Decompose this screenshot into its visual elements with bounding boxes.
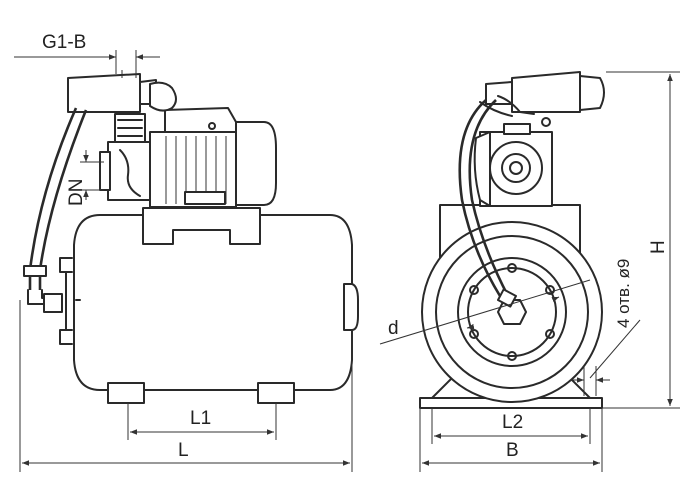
label-b: B xyxy=(506,440,519,461)
front-view: d 4 отв. ø9 H L2 xyxy=(379,71,680,472)
tank-foot-left xyxy=(107,382,145,404)
pump-motor-side xyxy=(149,107,277,208)
dimension-b: B xyxy=(419,408,603,472)
tank-foot-right xyxy=(257,382,295,404)
dimension-g1b: G1-B xyxy=(14,32,160,74)
flex-hose-front xyxy=(458,99,517,308)
tank-front xyxy=(421,221,603,403)
label-h: H xyxy=(648,240,669,254)
dimension-dn: DN xyxy=(66,150,104,206)
pump-head-side xyxy=(99,113,151,201)
dimension-l: L xyxy=(19,300,353,472)
label-dn: DN xyxy=(66,179,87,206)
dimension-h: H xyxy=(602,71,680,409)
label-g1b: G1-B xyxy=(42,32,86,53)
label-l: L xyxy=(178,440,189,461)
pressure-switch-front xyxy=(479,71,605,127)
dimension-l1: L1 xyxy=(127,403,277,440)
label-l2: L2 xyxy=(502,412,523,433)
label-d: d xyxy=(388,318,399,339)
pressure-switch-side xyxy=(67,70,177,113)
tank-side xyxy=(59,214,359,391)
label-l1: L1 xyxy=(190,408,211,429)
flex-hose-side xyxy=(23,107,88,313)
pump-head-front xyxy=(473,123,553,207)
dimension-l2: L2 xyxy=(431,408,591,444)
dimension-d: d xyxy=(379,279,591,345)
dimension-holes: 4 отв. ø9 xyxy=(570,259,641,396)
side-view: G1-B DN L1 L xyxy=(14,32,359,472)
label-holes: 4 отв. ø9 xyxy=(614,259,633,328)
pump-bracket-side xyxy=(142,207,261,245)
